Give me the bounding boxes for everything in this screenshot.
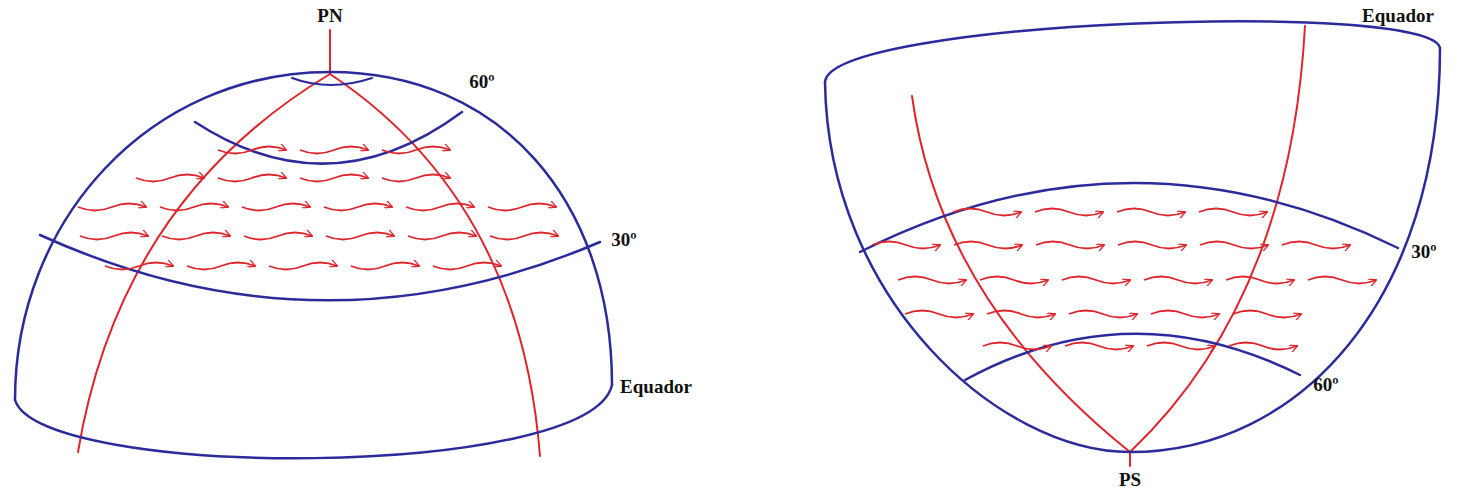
pole-label: PS [1119,469,1141,490]
wind-arrow [1229,343,1297,350]
wind-arrow [80,233,148,240]
latitude-label: 30º [1411,242,1436,263]
cap-line [292,78,372,85]
wind-arrow [382,147,450,154]
equator-label: Equador [620,377,692,398]
pole-axis [329,30,331,74]
wind-arrow [406,204,474,211]
wind-arrow [898,277,966,284]
wind-arrow [382,175,450,182]
wind-arrow [162,233,230,240]
wind-arrow [242,204,310,211]
parallel-60 [965,334,1300,380]
wind-arrow [433,263,501,270]
parallel-30 [860,183,1398,252]
wind-arrow [953,209,1021,216]
wind-arrow [1308,277,1376,284]
wind-arrow [987,311,1055,318]
wind-arrow [983,343,1051,350]
meridian [1130,26,1305,452]
wind-arrow [1035,209,1103,216]
wind-arrow [1226,277,1294,284]
wind-arrow [136,175,204,182]
meridian [912,96,1130,452]
wind-arrow [218,175,286,182]
wind-arrow [1065,343,1133,350]
wind-arrow [408,233,476,240]
wind-arrow [954,242,1022,249]
wind-arrow [1144,277,1212,284]
parallel-30 [40,235,600,300]
wind-arrow [1036,242,1104,249]
wind-arrow [78,204,146,211]
wind-arrow [1233,311,1301,318]
latitude-label: 30º [611,230,636,251]
equator-rim [825,21,1440,82]
hemisphere-outline [15,72,612,400]
wind-arrow [1200,242,1268,249]
wind-arrow [1151,311,1219,318]
wind-arrow [1069,311,1137,318]
pole-label: PN [317,6,342,27]
wind-arrow [269,263,337,270]
wind-arrow [872,242,940,249]
parallel-60 [195,112,462,164]
wind-arrow [351,263,419,270]
wind-arrow [326,233,394,240]
wind-arrow [300,147,368,154]
wind-arrow [1118,242,1186,249]
wind-arrow [1282,242,1350,249]
equator-label: Equador [1362,6,1434,27]
wind-arrow [980,277,1048,284]
pole-axis [1129,452,1131,466]
latitude-label: 60º [469,72,494,93]
equator-line [15,385,612,458]
wind-arrow [300,175,368,182]
wind-arrow [1117,209,1185,216]
wind-arrow [244,233,312,240]
wind-arrow [105,263,173,270]
wind-arrow [160,204,228,211]
meridian [78,74,330,452]
wind-arrow [490,233,558,240]
wind-arrow [218,147,286,154]
wind-arrow [324,204,392,211]
wind-arrow [488,204,556,211]
wind-arrow [1147,343,1215,350]
wind-arrow [187,263,255,270]
wind-arrow [1062,277,1130,284]
latitude-label: 60º [1313,375,1338,396]
wind-arrow [1199,209,1267,216]
hemisphere-outline [825,48,1440,452]
wind-arrow [905,311,973,318]
